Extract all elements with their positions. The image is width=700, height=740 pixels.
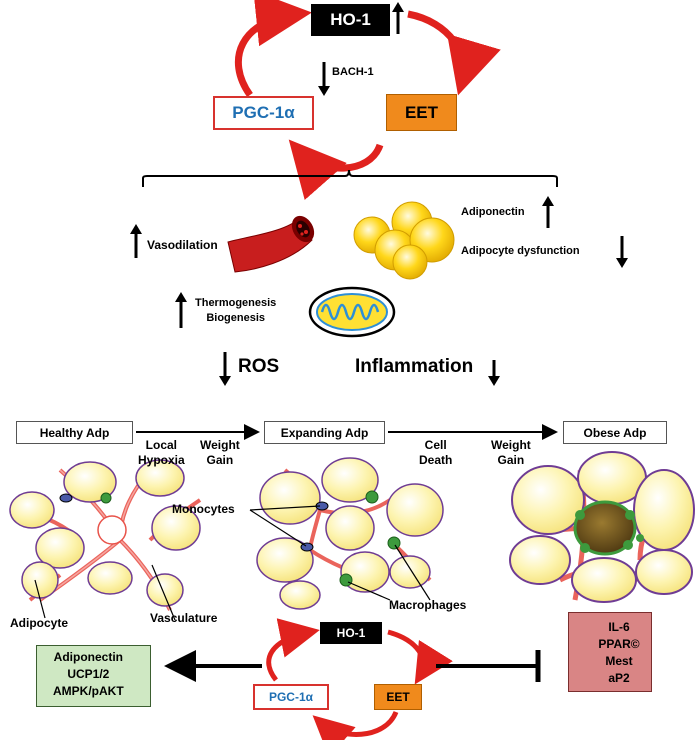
fat-cells-cluster-icon [353,201,455,280]
inflammation-label: Inflammation [355,356,474,377]
ros-label: ROS [238,356,280,377]
pgc-box-bottom: PGC-1α [253,684,329,710]
stage-healthy: Healthy Adp [16,421,133,444]
expanding-adipose-tissue [249,457,444,610]
stage-obese-label: Obese Adp [583,425,647,440]
eet-box-top: EET [386,94,457,131]
mitochondrion-icon [308,286,396,338]
local-text: Local [145,438,178,452]
stage-expanding: Expanding Adp [264,421,385,444]
eet-box-bottom: EET [374,684,422,710]
curly-brace [142,169,558,187]
cell-text: Cell [424,438,447,452]
green-line-ampk: AMPK/pAKT [53,684,124,698]
adiponectin-up-arrow-icon [542,196,554,228]
stage-obese: Obese Adp [563,421,667,444]
bottom-cycle-arrows [266,618,453,740]
green-line-adiponectin: Adiponectin [53,650,123,664]
pink-line-il6: IL-6 [608,620,630,634]
weight-gain-label-1: Weight Gain [200,438,240,468]
bach1-label: BACH-1 [332,66,374,78]
cell-death-label: Cell Death [419,438,452,468]
pink-line-ap2: aP2 [608,671,630,685]
hypoxia-text: Hypoxia [138,453,185,467]
monocytes-label: Monocytes [172,502,235,516]
inflammation-down-arrow-icon [488,360,500,386]
adipocyte-label: Adipocyte [10,616,69,630]
ho1-box-top: HO-1 [311,4,390,36]
cycle-arrow-eet-to-pgc [288,139,384,201]
ho1-up-arrow-icon [392,2,404,34]
ho1-label-bottom: HO-1 [336,626,366,640]
adiponectin-label: Adiponectin [461,206,525,218]
green-line-ucp: UCP1/2 [67,667,110,681]
eet-label-bottom: EET [386,690,410,704]
top-cycle-arrows [234,0,501,201]
vasodilation-up-arrow-icon [130,224,142,258]
macrophages-label: Macrophages [389,598,467,612]
pink-line-ppar: PPAR© [598,637,640,651]
local-hypoxia-label: Local Hypoxia [138,438,185,468]
healthy-adipose-tissue [9,459,202,621]
vasculature-label: Vasculature [150,611,218,625]
ros-down-arrow-icon [219,352,231,386]
thermogenesis-up-arrow-icon [175,292,187,328]
weight-gain-label-2: Weight Gain [491,438,531,468]
ho1-box-bottom: HO-1 [320,622,382,644]
cycle-arrow-bottom-eet-to-pgc [312,710,399,740]
ho1-label-top: HO-1 [330,10,371,29]
vasodilation-label: Vasodilation [147,238,218,252]
pgc-box-top: PGC-1α [213,96,314,130]
cycle-arrow-bottom-pgc-to-ho1 [266,618,320,682]
pgc-label-bottom: PGC-1α [268,690,314,704]
blood-vessel-icon [227,215,315,273]
obese-adipose-tissue [509,451,695,603]
stage-healthy-label: Healthy Adp [39,425,110,440]
biogenesis-text: Biogenesis [206,312,265,324]
bach1-down-arrow-icon [318,62,330,96]
weight-text-2: Weight [491,438,531,452]
thermogenesis-label: Thermogenesis Biogenesis [195,296,276,326]
cycle-arrow-bottom-ho1-to-eet [387,629,453,685]
eet-label-top: EET [404,102,439,122]
pink-line-mest: Mest [605,654,633,668]
pink-box-text: IL-6 PPAR© Mest aP2 [591,619,647,687]
gain-text-2: Gain [497,453,525,467]
death-text: Death [419,453,453,467]
pink-outcome-box: IL-6 PPAR© Mest aP2 [568,612,652,692]
weight-text-1: Weight [200,438,240,452]
green-outcome-box: Adiponectin UCP1/2 AMPK/pAKT [36,645,151,707]
dysfunction-down-arrow-icon [616,236,628,268]
cycle-arrow-ho1-to-eet [407,10,501,96]
green-box-text: Adiponectin UCP1/2 AMPK/pAKT [53,649,124,700]
inhibition-line [436,650,541,682]
stage-expanding-label: Expanding Adp [280,425,369,440]
pgc-label-top: PGC-1α [232,103,295,122]
thermogenesis-text: Thermogenesis [195,297,277,309]
cycle-arrow-pgc-to-ho1 [234,0,312,98]
adipocyte-dysfunction-label: Adipocyte dysfunction [461,245,580,257]
gain-text-1: Gain [206,453,234,467]
